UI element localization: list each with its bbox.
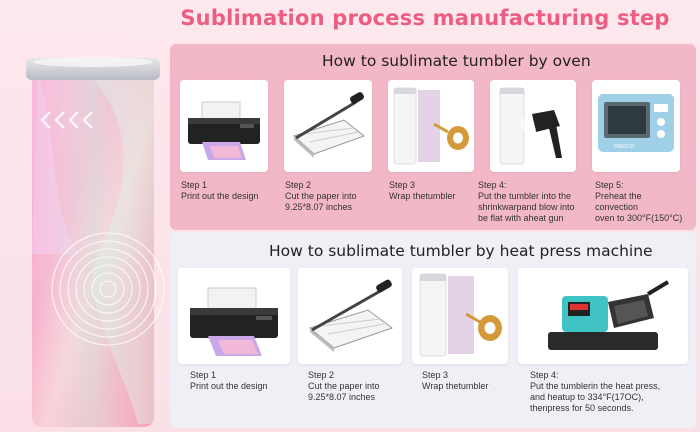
press-step-2-label: Step 2	[308, 370, 335, 380]
oven-step-3: Step 3 Wrap thetumbler	[389, 180, 455, 202]
heat-press-machine-image	[518, 268, 688, 364]
oven-step-5-text: Preheat the convection oven to 300°F(150…	[595, 191, 683, 223]
oven-step-5: Step 5: Preheat the convection oven to 3…	[595, 180, 682, 224]
oven-step-1-label: Step 1	[181, 180, 208, 190]
press-step-3: Step 3 Wrap thetumbler	[422, 370, 488, 392]
press-step-1: Step 1 Print out the design	[190, 370, 268, 392]
press-step-1-text: Print out the design	[190, 381, 268, 391]
press-step-3-text: Wrap thetumbler	[422, 381, 489, 391]
press-printer-image	[178, 268, 290, 364]
press-step-4-label: Step 4:	[530, 370, 559, 380]
heat-gun-image	[490, 80, 576, 172]
heat-press-heading: How to sublimate tumbler by heat press m…	[269, 242, 653, 260]
press-step-4: Step 4: Put the tumblerin the heat press…	[530, 370, 660, 414]
press-paper-cutter-image	[298, 268, 402, 364]
wrapped-tumbler-image	[388, 80, 474, 172]
page-title: Sublimation process manufacturing step	[180, 6, 670, 30]
oven-step-2: Step 2 Cut the paper into 9.25*8.07 inch…	[285, 180, 357, 213]
printer-image	[180, 80, 268, 172]
press-step-3-label: Step 3	[422, 370, 449, 380]
oven-step-2-label: Step 2	[285, 180, 312, 190]
oven-step-3-label: Step 3	[389, 180, 416, 190]
press-step-2: Step 2 Cut the paper into 9.25*8.07 inch…	[308, 370, 380, 403]
oven-step-1: Step 1 Print out the design	[181, 180, 259, 202]
oven-step-5-label: Step 5:	[595, 180, 624, 190]
tumbler-image	[18, 54, 168, 429]
oven-step-4-text: Put the tumbler into the shrinkwarpand b…	[478, 191, 575, 223]
paper-cutter-image	[284, 80, 372, 172]
press-step-2-text: Cut the paper into 9.25*8.07 inches	[308, 381, 380, 402]
oven-step-1-text: Print out the design	[181, 191, 259, 201]
oven-step-4: Step 4: Put the tumbler into the shrinkw…	[478, 180, 575, 224]
oven-brand-text: PRESTO	[614, 144, 635, 150]
oven-step-3-text: Wrap thetumbler	[389, 191, 456, 201]
oven-step-4-label: Step 4:	[478, 180, 507, 190]
press-wrapped-tumbler-image	[412, 268, 508, 364]
press-step-4-text: Put the tumblerin the heat press, and he…	[530, 381, 661, 413]
oven-image: PRESTO	[592, 80, 680, 172]
oven-heading: How to sublimate tumbler by oven	[322, 52, 591, 70]
oven-step-2-text: Cut the paper into 9.25*8.07 inches	[285, 191, 357, 212]
press-step-1-label: Step 1	[190, 370, 217, 380]
